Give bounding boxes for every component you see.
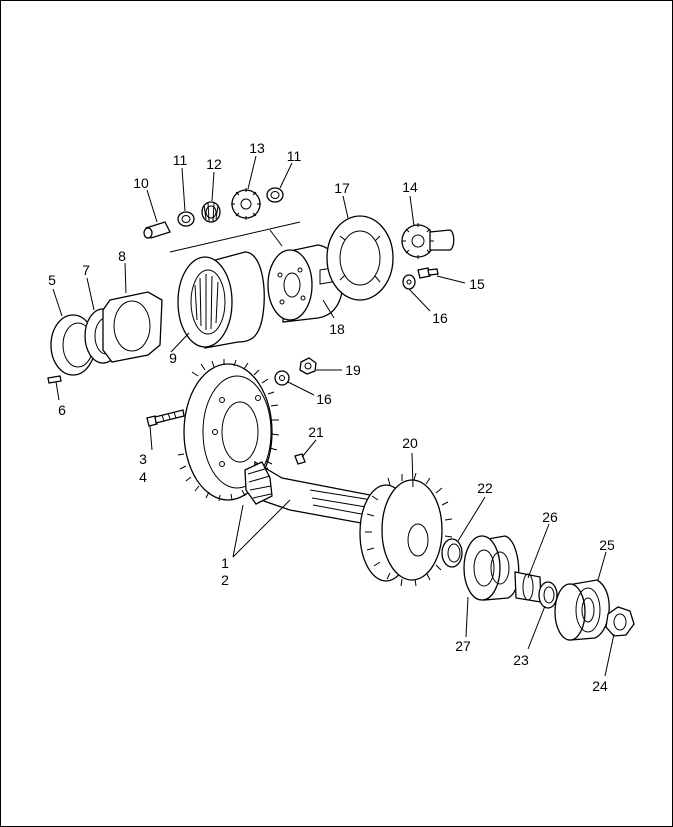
- callout-9: 9: [169, 350, 177, 366]
- callout-26: 26: [542, 509, 558, 525]
- part-6-pin: [47, 375, 62, 384]
- part-1-2-pinion-shaft: [244, 460, 373, 526]
- part-9-bearing-housing: [177, 251, 265, 349]
- callout-8: 8: [118, 248, 126, 264]
- callout-4: 4: [139, 469, 147, 485]
- part-23-ring: [538, 581, 558, 609]
- callout-17: 17: [334, 180, 350, 196]
- callout-22: 22: [477, 480, 493, 496]
- callout-6: 6: [58, 402, 66, 418]
- part-15-bolt: [417, 267, 439, 279]
- part-20-gear-cluster: [359, 472, 453, 587]
- callout-23: 23: [513, 652, 529, 668]
- callout-7: 7: [82, 262, 90, 278]
- callout-24: 24: [592, 678, 608, 694]
- leader-lines: [52, 155, 615, 677]
- callout-11-left: 11: [173, 152, 188, 168]
- part-17-cover-plate: [326, 215, 394, 301]
- callout-20: 20: [402, 435, 418, 451]
- callout-3: 3: [139, 451, 147, 467]
- callout-10: 10: [133, 175, 149, 191]
- part-24-nut: [605, 606, 635, 637]
- callout-18: 18: [329, 321, 345, 337]
- callout-5: 5: [48, 272, 56, 288]
- callout-21: 21: [308, 424, 324, 440]
- callout-25: 25: [599, 537, 615, 553]
- part-14-side-gear: [401, 223, 455, 259]
- callout-16-upper: 16: [432, 310, 448, 326]
- part-1-2-ring-gear: [177, 359, 280, 502]
- part-19-nut: [299, 357, 317, 375]
- callout-2: 2: [221, 572, 229, 588]
- part-3-4-bolt: [146, 409, 185, 427]
- callout-14: 14: [402, 179, 418, 195]
- callout-1: 1: [221, 555, 229, 571]
- callout-16-lower: 16: [316, 391, 332, 407]
- part-12-needle-bearing: [201, 201, 221, 223]
- callout-19: 19: [345, 362, 361, 378]
- part-11-washer-right: [266, 187, 284, 203]
- part-16-lock-washer-lower: [274, 370, 290, 386]
- part-8-shim: [102, 291, 163, 363]
- callout-15: 15: [469, 276, 485, 292]
- part-25-bearing: [554, 579, 610, 641]
- part-13-pinion-gear: [231, 188, 261, 220]
- part-16-lock-washer-upper: [402, 274, 416, 290]
- part-10-pin: [143, 221, 171, 239]
- group-bracket-line: [169, 221, 301, 253]
- part-27-bearing: [463, 535, 520, 601]
- callout-13: 13: [249, 140, 265, 156]
- callout-12: 12: [206, 156, 222, 172]
- callout-11-right: 11: [287, 148, 302, 164]
- part-26-sleeve: [514, 571, 542, 603]
- part-22-spacer-ring: [441, 538, 463, 568]
- callout-27: 27: [455, 638, 471, 654]
- part-11-washer-left: [177, 211, 195, 227]
